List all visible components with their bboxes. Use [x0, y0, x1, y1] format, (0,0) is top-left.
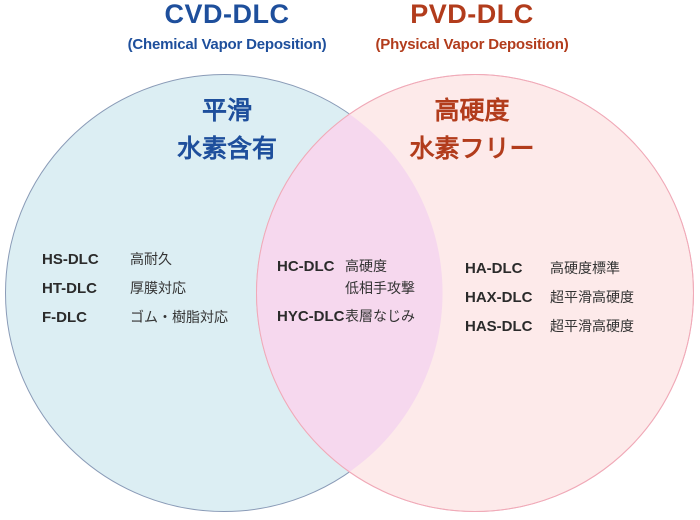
dlc-type-desc: 高耐久 — [130, 251, 172, 267]
dlc-type-label: HAX-DLC — [465, 289, 533, 306]
overlap-dlc-list: HC-DLC 高硬度 低相手攻撃 HYC-DLC 表層なじみ — [277, 255, 415, 337]
list-item: HYC-DLC 表層なじみ — [277, 305, 415, 327]
pvd-property-1: 高硬度 — [434, 97, 510, 125]
overlap-lens — [256, 114, 443, 472]
dlc-type-desc: 超平滑高硬度 — [550, 289, 634, 305]
dlc-type-desc: 高硬度標準 — [550, 260, 620, 276]
pvd-title-block: PVD-DLC (Physical Vapor Deposition) — [376, 0, 569, 53]
pvd-subtitle: (Physical Vapor Deposition) — [375, 36, 569, 53]
list-item: HT-DLC 厚膜対応 — [42, 279, 228, 298]
dlc-type-label: F-DLC — [42, 309, 87, 326]
list-item: HAX-DLC 超平滑高硬度 — [465, 288, 634, 307]
cvd-title-block: CVD-DLC (Chemical Vapor Deposition) — [128, 0, 327, 53]
dlc-type-label: HT-DLC — [42, 280, 97, 297]
dlc-type-desc: ゴム・樹脂対応 — [130, 309, 228, 325]
cvd-subtitle: (Chemical Vapor Deposition) — [127, 36, 327, 53]
dlc-type-desc: 高硬度 低相手攻撃 — [345, 255, 415, 299]
list-item: HA-DLC 高硬度標準 — [465, 259, 634, 278]
dlc-type-desc: 超平滑高硬度 — [550, 318, 634, 334]
pvd-property-2: 水素フリー — [409, 135, 535, 163]
pvd-dlc-list: HA-DLC 高硬度標準 HAX-DLC 超平滑高硬度 HAS-DLC 超平滑高… — [465, 259, 634, 346]
dlc-type-label: HS-DLC — [42, 251, 99, 268]
dlc-type-desc: 表層なじみ — [345, 308, 415, 324]
dlc-type-label: HA-DLC — [465, 260, 523, 277]
dlc-type-label: HAS-DLC — [465, 318, 533, 335]
cvd-property-2: 水素含有 — [176, 135, 278, 163]
list-item: HS-DLC 高耐久 — [42, 250, 228, 269]
list-item: HAS-DLC 超平滑高硬度 — [465, 317, 634, 336]
pvd-title: PVD-DLC — [410, 0, 534, 29]
pvd-circle-outline — [256, 74, 694, 512]
dlc-type-label: HC-DLC — [277, 258, 335, 275]
dlc-type-desc: 厚膜対応 — [130, 280, 186, 296]
list-item: F-DLC ゴム・樹脂対応 — [42, 308, 228, 327]
cvd-title: CVD-DLC — [164, 0, 290, 29]
dlc-type-desc-line2: 低相手攻撃 — [345, 280, 415, 296]
dlc-type-desc-line1: 高硬度 — [345, 258, 387, 274]
cvd-dlc-list: HS-DLC 高耐久 HT-DLC 厚膜対応 F-DLC ゴム・樹脂対応 — [42, 250, 228, 337]
cvd-property-1: 平滑 — [201, 97, 253, 125]
pvd-circle-heading: 高硬度 水素フリー — [409, 92, 534, 168]
dlc-type-label: HYC-DLC — [277, 308, 345, 325]
cvd-circle-heading: 平滑 水素含有 — [177, 92, 277, 168]
list-item: HC-DLC 高硬度 低相手攻撃 — [277, 255, 415, 299]
